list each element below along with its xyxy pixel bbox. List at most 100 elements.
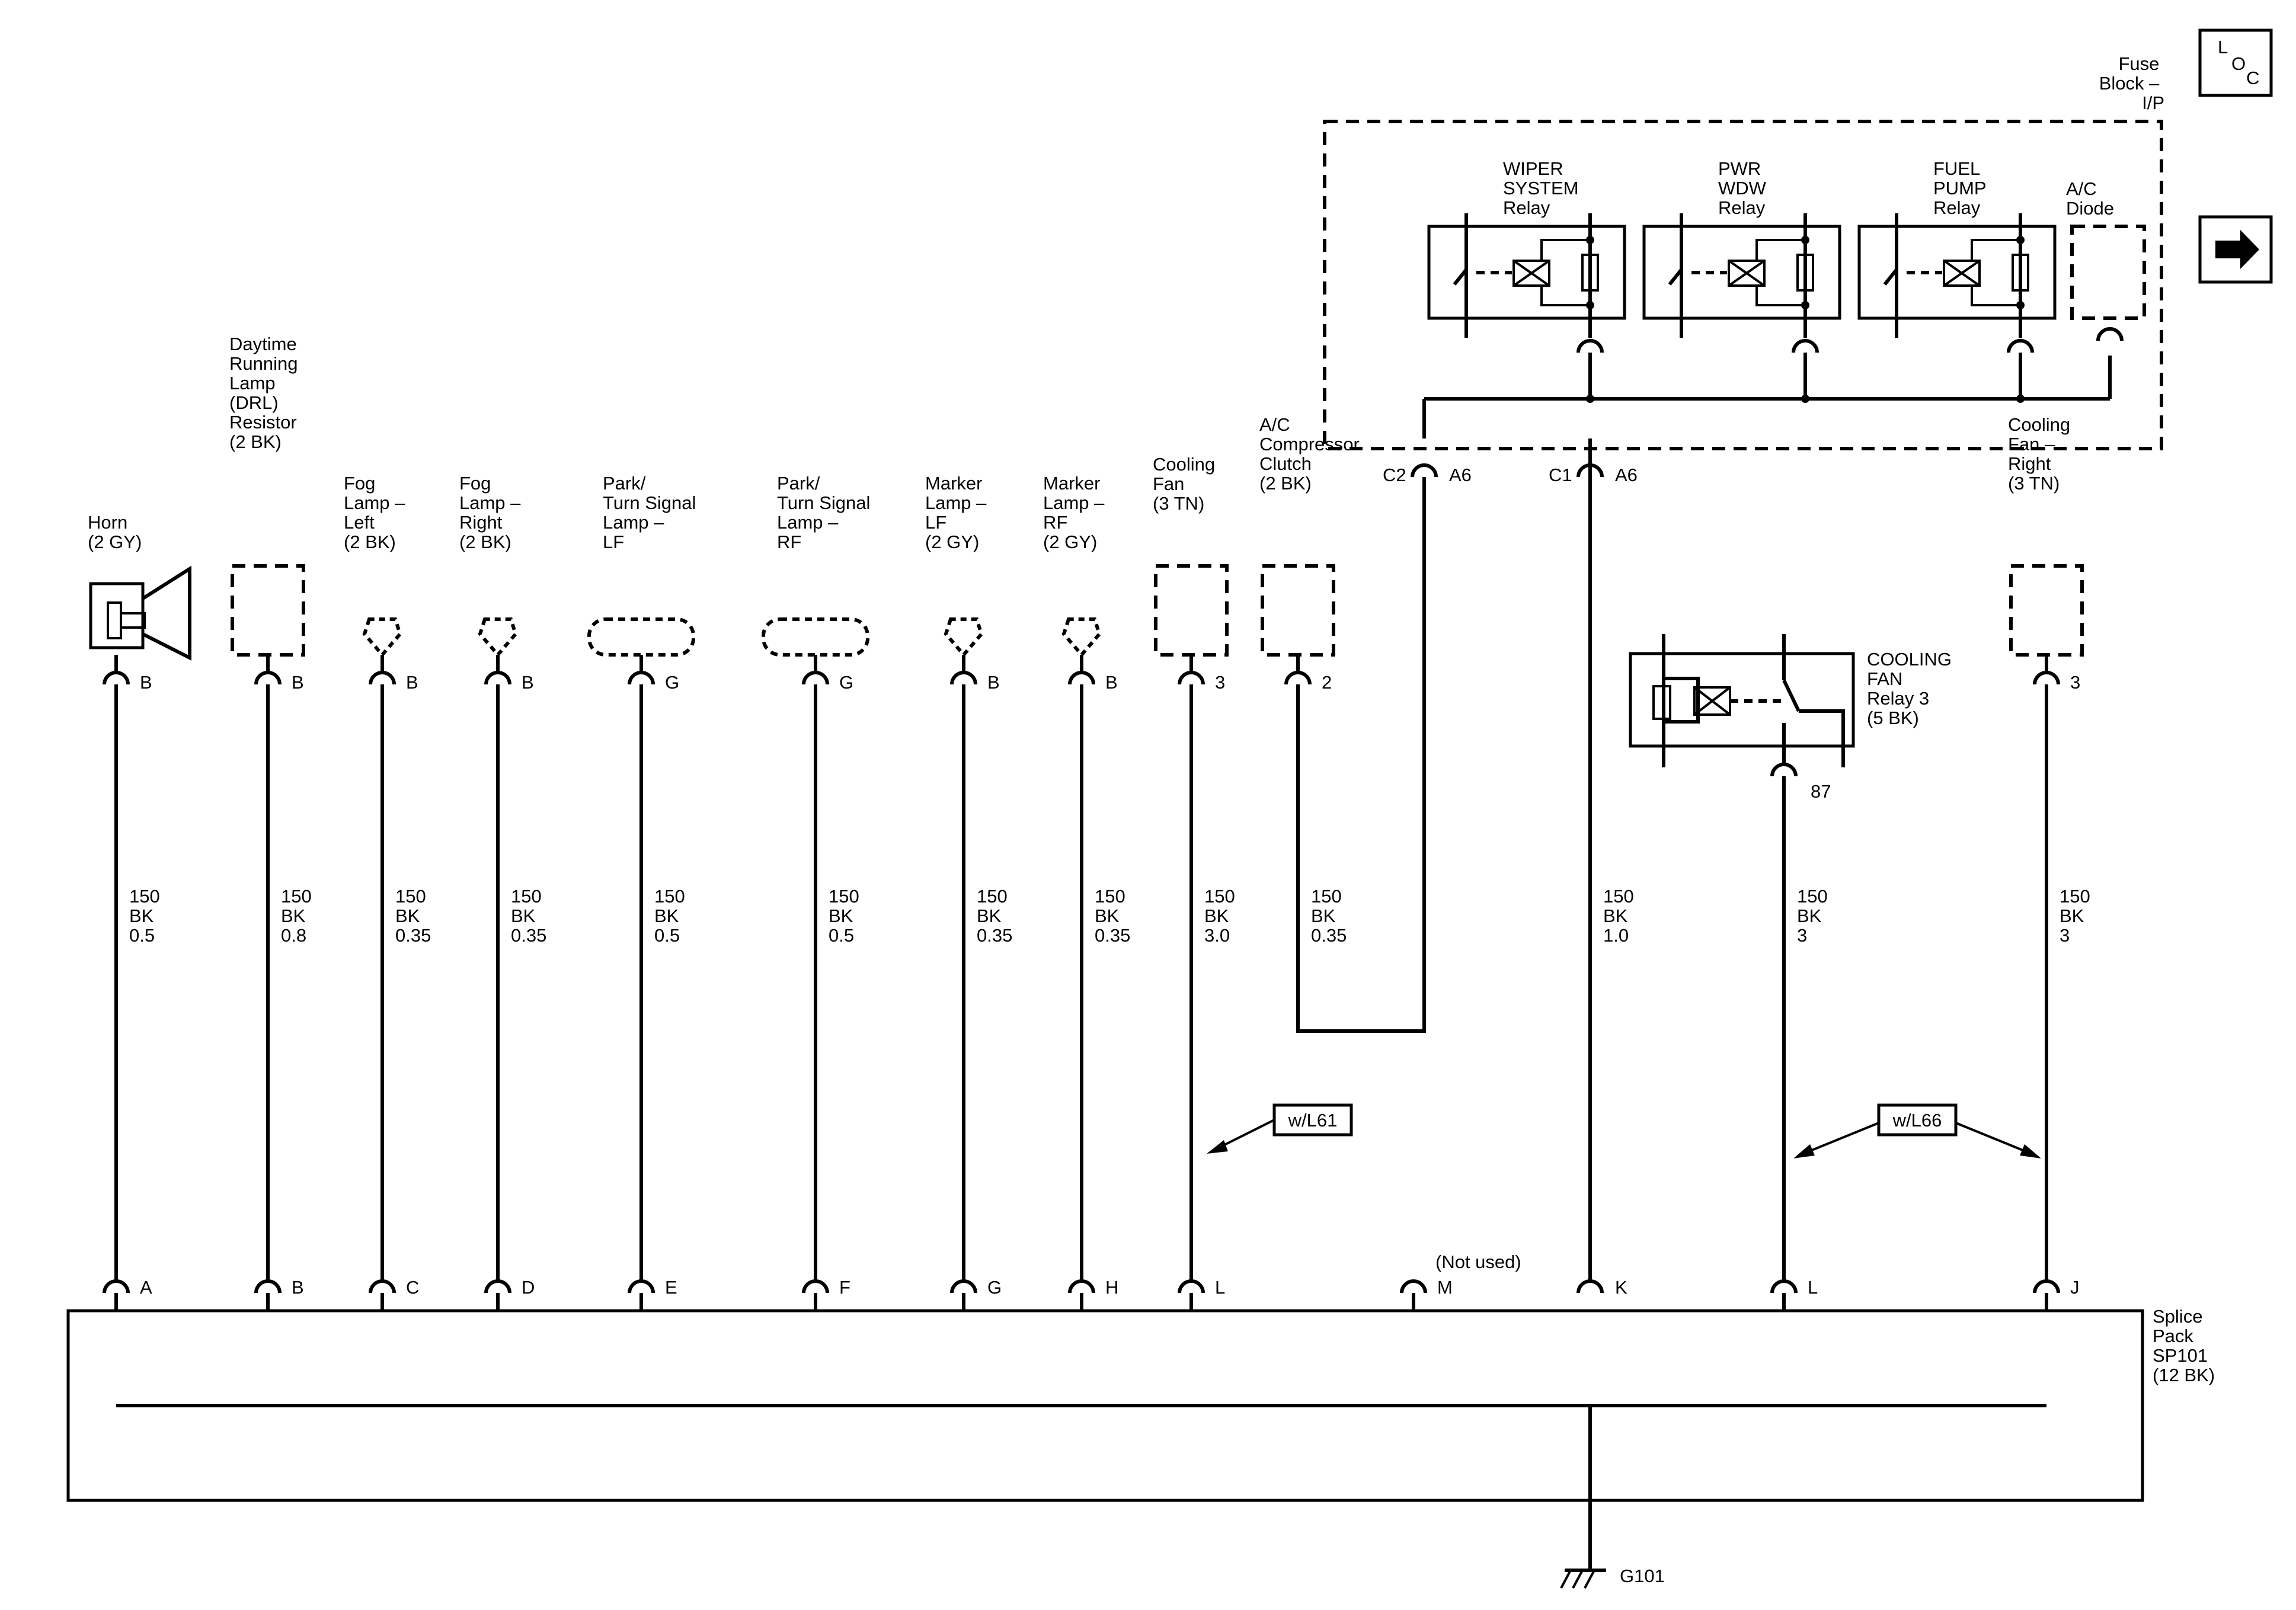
loc-letter-o: O <box>2231 53 2246 74</box>
component-pin-8 <box>1068 671 1095 685</box>
ac-diode-pin <box>2096 327 2124 341</box>
splice-pin-f <box>802 1279 829 1294</box>
splice-pin-h <box>1068 1279 1095 1294</box>
loc-letter-c: C <box>2246 68 2259 88</box>
cooling-relay-label: COOLING FAN Relay 3 (5 BK) <box>1867 649 1957 728</box>
splice-pin-l2 <box>1770 1279 1798 1294</box>
component-pin-label-10: 2 <box>1322 672 1332 693</box>
component-box <box>1154 564 1229 657</box>
splice-pin-label-2: B <box>292 1277 304 1298</box>
fuse-connector-left-label: C1 <box>1549 465 1572 485</box>
splice-pin-m-cup <box>1400 1279 1427 1294</box>
splice-pin-j <box>2033 1279 2060 1294</box>
splice-pack[interactable] <box>66 1309 2144 1502</box>
loc-letter-l: L <box>2218 37 2228 57</box>
component-pin-label-6: G <box>839 672 853 693</box>
lamp-icon <box>362 617 402 658</box>
option-tag-l61: w/L61 <box>1207 1103 1353 1154</box>
splice-pin-label-9: L <box>1215 1277 1225 1298</box>
component-box <box>231 564 305 657</box>
component-box <box>1261 564 1335 657</box>
component-pin-label-8: B <box>1105 672 1118 693</box>
component-pin-3 <box>369 671 396 685</box>
splice-pin-c <box>369 1279 396 1294</box>
fuse-connector-left-label: C2 <box>1383 465 1406 485</box>
component-pin-5 <box>628 671 655 685</box>
splice-pin-k-label: K <box>1615 1277 1627 1298</box>
fuse-block-label: Fuse Block – I/P <box>2099 53 2164 113</box>
splice-pin-label-6: F <box>839 1277 850 1298</box>
fuse-connector-right-label: A6 <box>1615 465 1638 485</box>
ac-diode[interactable]: A/C Diode <box>2066 178 2146 320</box>
splice-pack-label: Splice Pack SP101 (12 BK) <box>2153 1306 2215 1385</box>
svg-text:w/L66: w/L66 <box>1892 1110 1942 1131</box>
relay-pin-2 <box>1792 339 1819 353</box>
not-used-label: (Not used) <box>1435 1251 1521 1272</box>
fuse-connector-right-label: A6 <box>1449 465 1472 485</box>
splice-pin-label-11: J <box>2070 1277 2080 1298</box>
component-pin-label-4: B <box>522 672 534 693</box>
splice-pin-m-label: M <box>1437 1277 1453 1298</box>
splice-pin-k <box>1576 1279 1604 1294</box>
component-pin-4 <box>484 671 511 685</box>
component-pin-label-5: G <box>665 672 679 693</box>
component-pin-label-3: B <box>406 672 418 693</box>
component-box <box>2009 564 2084 657</box>
lamp-icon <box>587 617 695 657</box>
ground-g101: G101 <box>1560 1406 1665 1589</box>
splice-pin-g <box>950 1279 977 1294</box>
ac-clutch-wire <box>1296 477 1426 1033</box>
lamp-icon <box>944 617 984 658</box>
splice-pin-b <box>254 1279 282 1294</box>
splice-pin-l <box>1178 1279 1205 1294</box>
component-pin-11 <box>2033 671 2060 685</box>
cooling-relay-pin: 87 <box>1811 781 1831 802</box>
ac-diode-label: A/C Diode <box>2066 178 2114 219</box>
relay-pin-1 <box>1576 339 1604 353</box>
splice-pin-label-1: A <box>140 1277 152 1298</box>
ground-label: G101 <box>1620 1566 1665 1586</box>
component-pin-label-2: B <box>292 672 304 693</box>
splice-pin-e <box>628 1279 655 1294</box>
splice-pin-a <box>103 1279 130 1294</box>
splice-pin-label-8: H <box>1105 1277 1118 1298</box>
right-arrow-icon[interactable] <box>2198 215 2273 284</box>
svg-text:w/L61: w/L61 <box>1288 1110 1338 1131</box>
component-label-1: Horn(2 GY) <box>88 512 142 552</box>
component-pin-label-11: 3 <box>2070 672 2080 693</box>
splice-pin-label-3: C <box>406 1277 419 1298</box>
cooling-fan-relay-3[interactable]: COOLING FAN Relay 3 (5 BK) 87 <box>1629 634 1957 802</box>
fuse-connector-c2 <box>1411 463 1438 478</box>
location-box[interactable]: L O C <box>2198 28 2273 97</box>
